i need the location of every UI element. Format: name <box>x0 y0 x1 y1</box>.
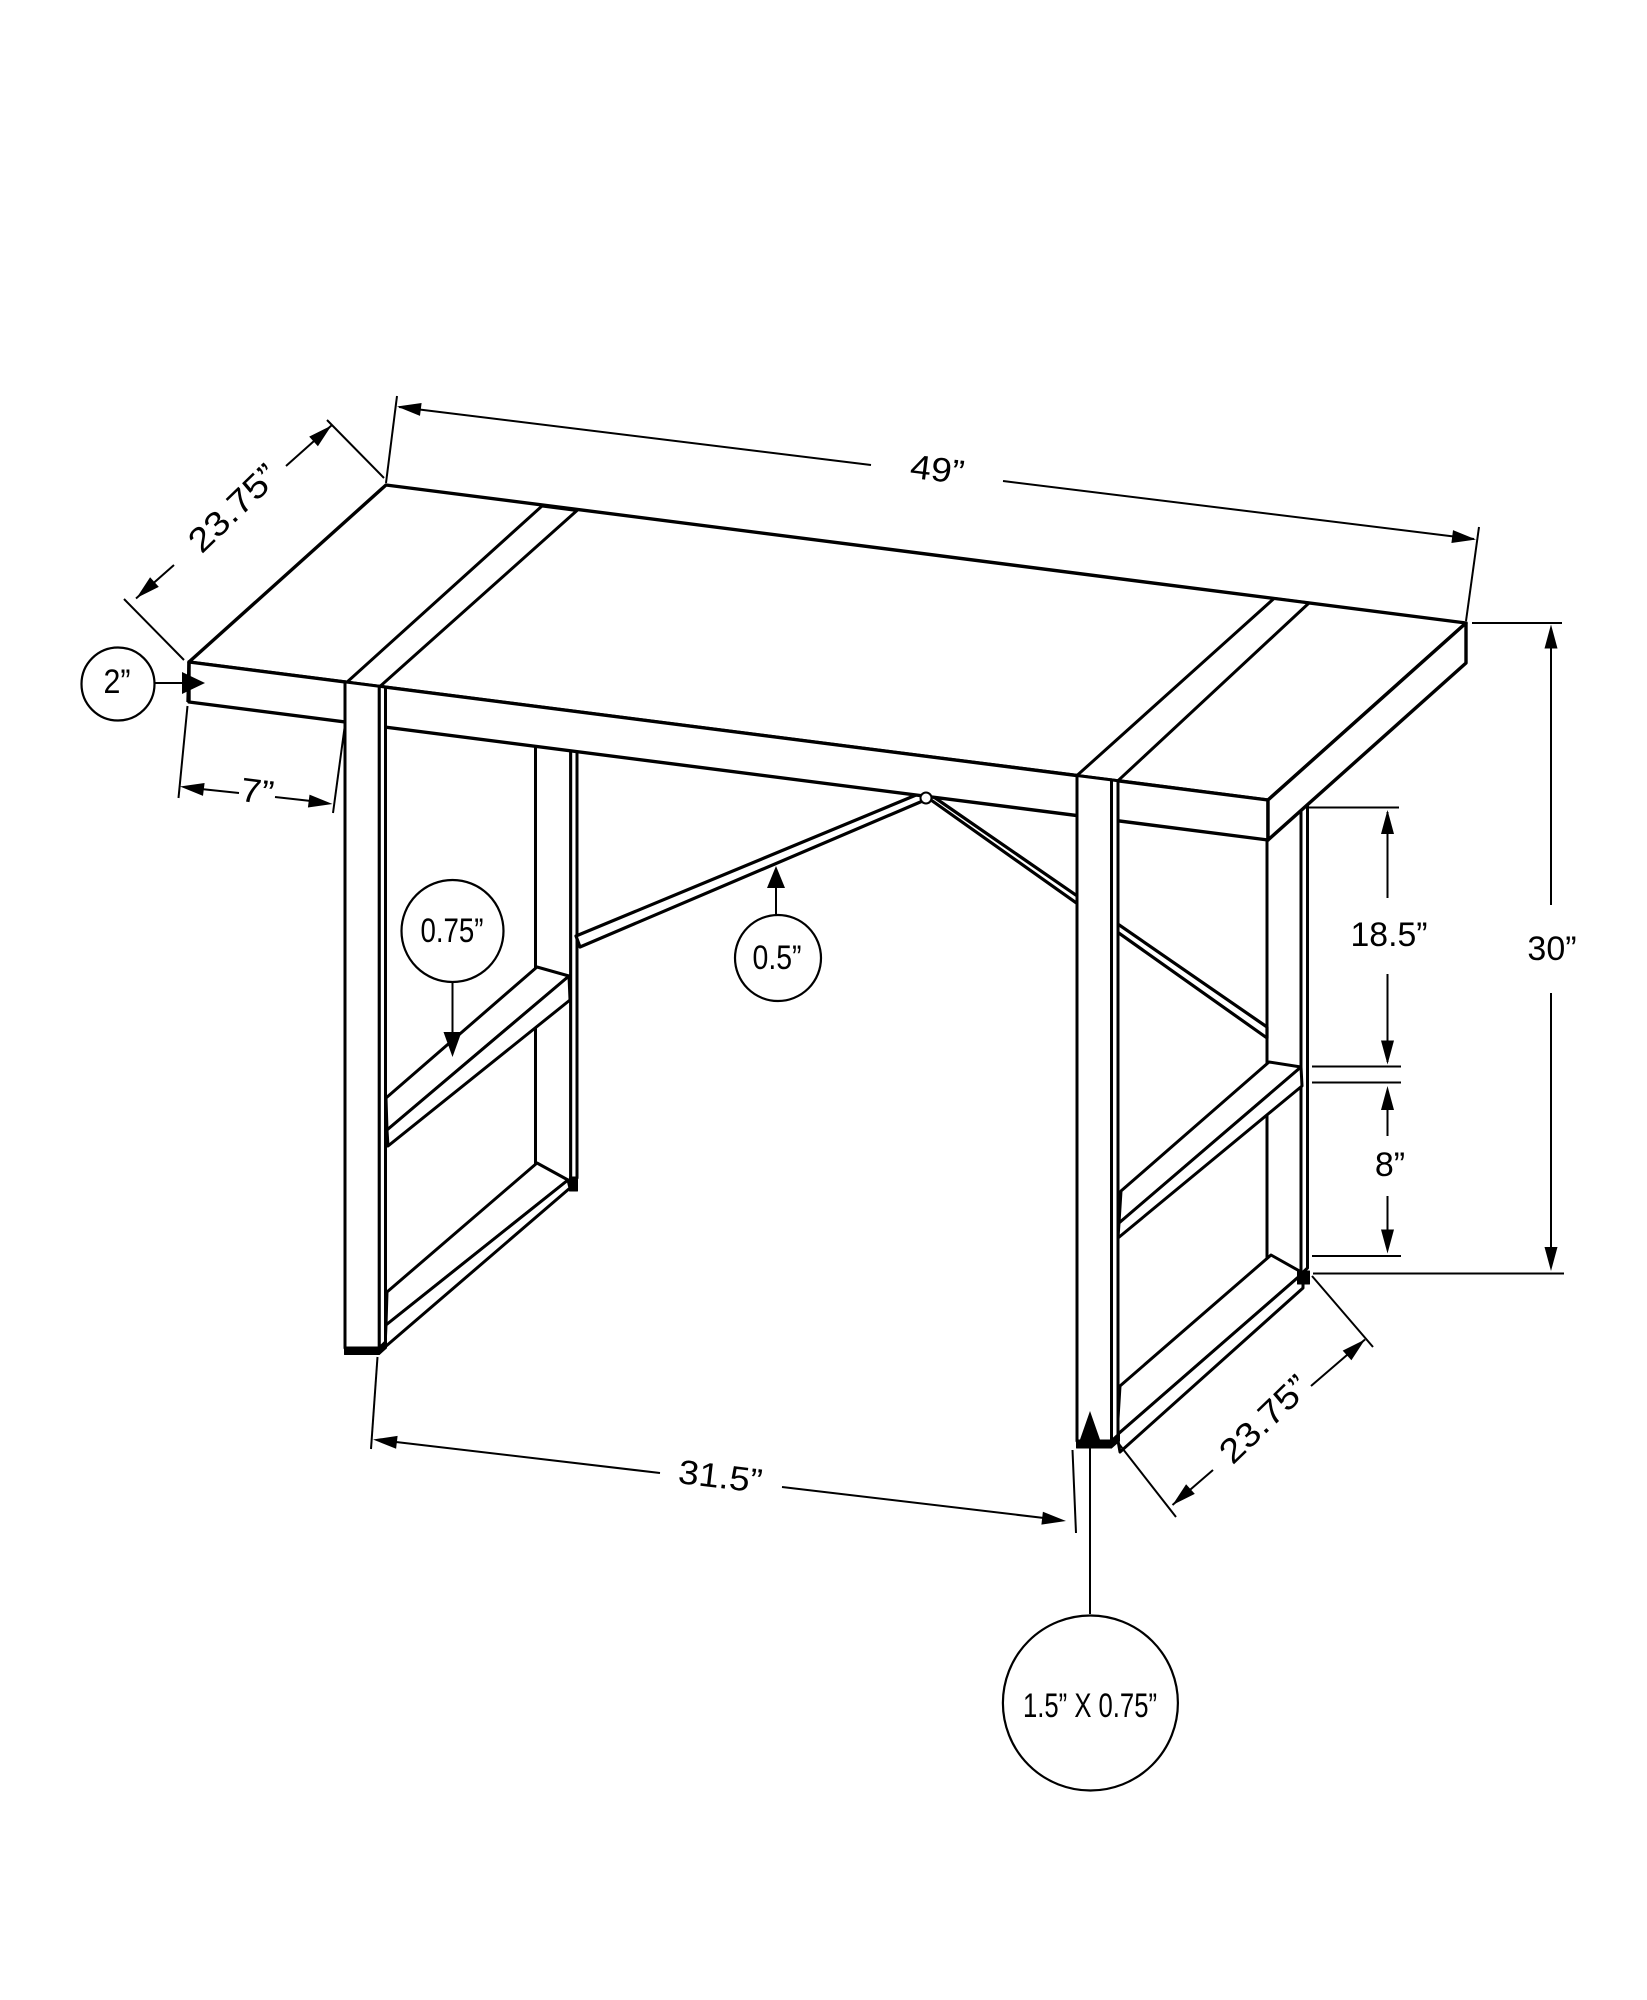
svg-text:2”: 2” <box>104 663 131 701</box>
svg-text:7”: 7” <box>239 771 276 813</box>
svg-text:1.5” X 0.75”: 1.5” X 0.75” <box>1023 1687 1157 1725</box>
svg-text:0.75”: 0.75” <box>421 912 484 950</box>
svg-text:49”: 49” <box>908 448 966 492</box>
svg-text:8”: 8” <box>1375 1146 1405 1184</box>
svg-text:0.5”: 0.5” <box>753 939 802 977</box>
svg-text:30”: 30” <box>1527 930 1576 968</box>
svg-text:18.5”: 18.5” <box>1351 916 1428 954</box>
